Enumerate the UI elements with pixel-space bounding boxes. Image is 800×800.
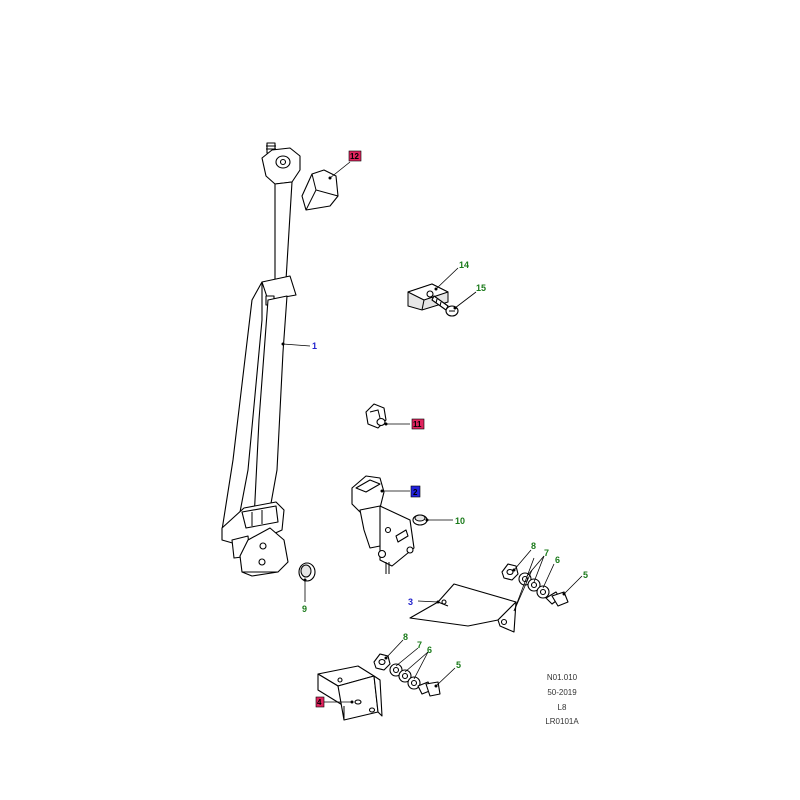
ref-date: 50-2019	[547, 688, 577, 697]
callout-15: 15	[476, 283, 486, 293]
callout-2-box	[410, 485, 421, 498]
cover-cap	[301, 169, 339, 211]
callout-9: 9	[302, 604, 307, 614]
callout-5-lower: 5	[456, 660, 461, 670]
button-stop	[365, 403, 387, 429]
callout-12: 12	[350, 152, 359, 161]
callout-7-upper: 7	[544, 548, 549, 558]
callout-3: 3	[408, 597, 413, 607]
bracket-lower	[317, 665, 383, 721]
callout-5-upper: 5	[583, 570, 588, 580]
callout-4-box	[315, 696, 325, 708]
callout-8-lower: 8	[403, 632, 408, 642]
fastener-set-upper	[501, 563, 569, 607]
callout-2: 2	[413, 488, 418, 497]
plug	[412, 514, 428, 526]
seat-belt-buckle	[351, 475, 415, 574]
callout-12-box	[348, 150, 362, 162]
fastener-set-lower	[373, 653, 441, 697]
callout-labels: 1 12 14 15 11 2 10 9 3 8 7 6 5 8 7 6 5 4	[302, 150, 588, 708]
callout-4: 4	[317, 698, 322, 707]
reference-block: N01.010 50-2019 L8 LR0101A	[545, 673, 579, 726]
ref-code: LR0101A	[545, 717, 579, 726]
grommet	[298, 562, 316, 582]
callout-7-lower: 7	[417, 640, 422, 650]
ref-model: L8	[558, 703, 567, 712]
callout-6-upper: 6	[555, 555, 560, 565]
callout-11-box	[411, 418, 425, 430]
callout-8-upper: 8	[531, 541, 536, 551]
bracket-upper	[409, 583, 517, 633]
ref-section: N01.010	[547, 673, 578, 682]
callout-14: 14	[459, 260, 469, 270]
seat-belt-assembly	[221, 142, 301, 577]
callout-10: 10	[455, 516, 465, 526]
leader-lines	[281, 161, 583, 704]
callout-11: 11	[413, 420, 422, 429]
callout-1: 1	[312, 341, 317, 351]
callout-6-lower: 6	[427, 645, 432, 655]
